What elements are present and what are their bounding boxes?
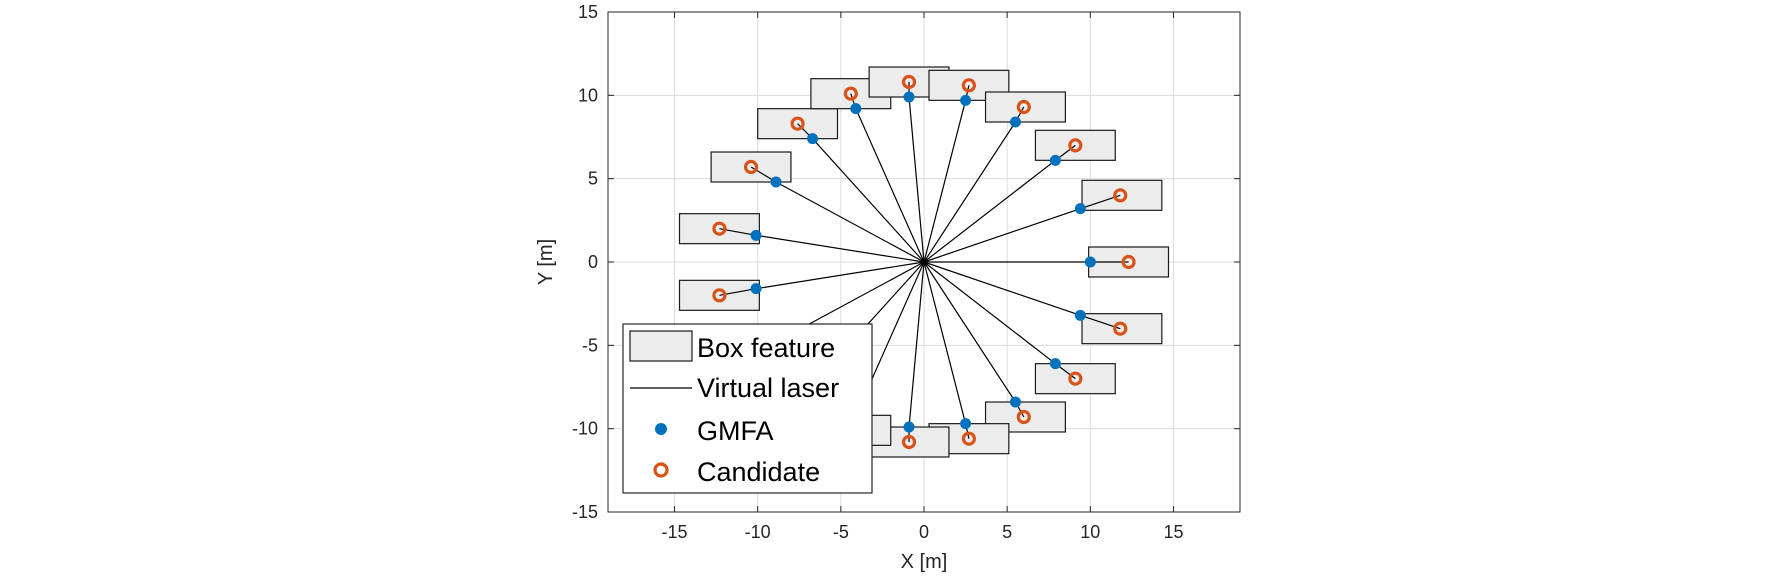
candidate-point-13	[843, 86, 858, 101]
virtual-laser-15	[923, 100, 967, 263]
candidate-point-12	[790, 116, 805, 131]
gmfa-markers	[750, 91, 1096, 433]
gmfa-point-2	[1049, 358, 1061, 370]
box-feature-18	[1081, 179, 1163, 211]
y-tick-label-6: 15	[578, 2, 598, 22]
y-tick-label-2: -5	[582, 335, 598, 355]
x-tick-label-0: -15	[662, 522, 688, 542]
candidate-point-10	[712, 221, 727, 236]
gmfa-point-0	[1084, 256, 1096, 268]
gmfa-point-1	[1074, 309, 1086, 321]
candidate-point-9	[712, 288, 727, 303]
virtual-laser-5	[908, 261, 925, 428]
x-tick-label-1: -10	[745, 522, 771, 542]
gmfa-point-17	[1049, 154, 1061, 166]
candidate-point-2	[1068, 371, 1083, 386]
virtual-laser-13	[855, 108, 925, 263]
gmfa-point-16	[1009, 116, 1021, 128]
gmfa-point-11	[770, 176, 782, 188]
gmfa-point-5	[903, 421, 915, 433]
virtual-laser-10	[755, 234, 925, 263]
y-tick-label-0: -15	[572, 502, 598, 522]
virtual-laser-3	[923, 261, 1016, 403]
x-tick-label-2: -5	[833, 522, 849, 542]
y-tick-label-3: 0	[588, 252, 598, 272]
gmfa-point-12	[807, 133, 819, 145]
gmfa-point-10	[750, 229, 762, 241]
virtual-laser-2	[923, 261, 1056, 365]
y-ticks: -15 -10 -5 0 5 10 15	[572, 2, 1240, 522]
gmfa-point-3	[1009, 396, 1021, 408]
laser-origin	[921, 259, 927, 265]
y-axis-label: Y [m]	[535, 239, 557, 285]
virtual-laser-4	[923, 261, 967, 424]
candidate-point-14	[901, 74, 917, 90]
legend-swatch-candidate	[653, 462, 669, 478]
gmfa-point-14	[903, 91, 915, 103]
candidate-point-11	[743, 159, 759, 175]
virtual-laser-9	[755, 261, 925, 290]
y-tick-label-1: -10	[572, 419, 598, 439]
gmfa-point-15	[960, 94, 972, 106]
gmfa-point-13	[850, 103, 862, 115]
candidate-point-15	[961, 78, 977, 93]
virtual-laser-17	[923, 159, 1056, 263]
virtual-laser-18	[923, 208, 1081, 263]
legend-swatch-box-feature	[629, 330, 693, 362]
y-tick-label-4: 5	[588, 169, 598, 189]
virtual-laser-11	[775, 181, 925, 263]
x-tick-label-5: 10	[1080, 522, 1100, 542]
candidate-point-4	[961, 431, 977, 446]
legend-swatch-gmfa	[655, 423, 667, 435]
gmfa-point-9	[750, 283, 762, 295]
candidate-point-18	[1113, 188, 1128, 203]
legend-label-virtual-laser: Virtual laser	[697, 373, 839, 403]
x-ticks: -15 -10 -5 0 5 10 15	[662, 12, 1183, 542]
y-tick-label-5: 10	[578, 85, 598, 105]
x-tick-label-3: 0	[919, 522, 929, 542]
legend-label-candidate: Candidate	[697, 457, 820, 487]
x-axis-label: X [m]	[901, 551, 948, 573]
candidate-point-17	[1068, 138, 1083, 153]
candidate-point-16	[1016, 99, 1031, 115]
box-feature-1	[1081, 313, 1163, 345]
candidate-point-1	[1113, 321, 1128, 336]
legend: Box feature Virtual laser GMFA Candidate	[622, 323, 873, 494]
gmfa-point-18	[1074, 203, 1086, 215]
virtual-laser-16	[923, 121, 1016, 263]
box-feature-12	[757, 108, 839, 140]
x-tick-label-6: 15	[1163, 522, 1183, 542]
candidate-point-3	[1016, 409, 1031, 425]
box-feature-16	[984, 91, 1066, 123]
virtual-laser-12	[812, 138, 925, 263]
virtual-laser-1	[923, 261, 1081, 316]
legend-label-box-feature: Box feature	[697, 333, 835, 363]
virtual-laser-14	[908, 96, 925, 263]
legend-label-gmfa: GMFA	[697, 416, 774, 446]
candidate-point-0	[1121, 254, 1136, 270]
gmfa-point-4	[960, 418, 972, 430]
candidate-point-5	[901, 434, 917, 450]
x-tick-label-4: 5	[1002, 522, 1012, 542]
